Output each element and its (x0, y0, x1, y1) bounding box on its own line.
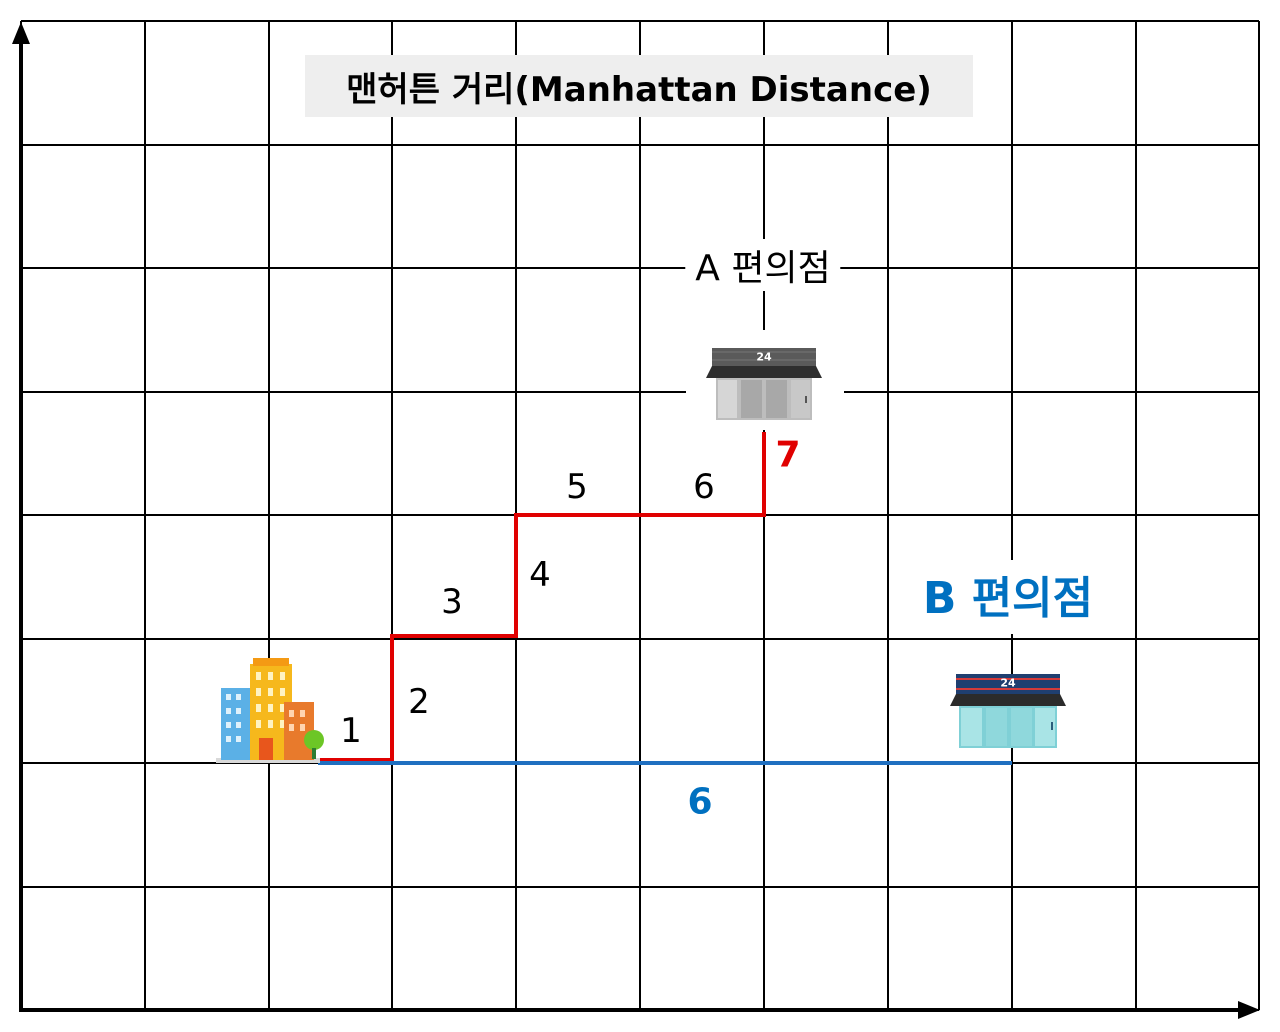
step-label: 1 (340, 711, 362, 751)
store-a-icon (706, 348, 822, 420)
y-axis-arrow (12, 22, 30, 44)
step-label: 5 (566, 467, 588, 507)
store-a-distance: 7 (775, 434, 801, 476)
building-icon (216, 658, 324, 763)
store-b-label: B 편의점 (908, 562, 1108, 626)
step-label: 6 (693, 467, 715, 507)
page-title: 맨허튼 거리(Manhattan Distance) (346, 69, 932, 110)
title-box: 맨허튼 거리(Manhattan Distance) (305, 55, 973, 117)
step-label: 4 (529, 555, 551, 595)
step-label: 3 (441, 582, 463, 622)
store-b-distance: 6 (687, 781, 713, 823)
store-a-sign: 24 (756, 350, 772, 364)
x-axis-arrow (1238, 1001, 1260, 1019)
store-b-icon (950, 674, 1066, 748)
path-to-store-a (318, 432, 766, 762)
store-b-sign: 24 (1000, 676, 1016, 690)
store-a-label: A 편의점 (685, 239, 841, 291)
step-label: 2 (408, 682, 430, 722)
